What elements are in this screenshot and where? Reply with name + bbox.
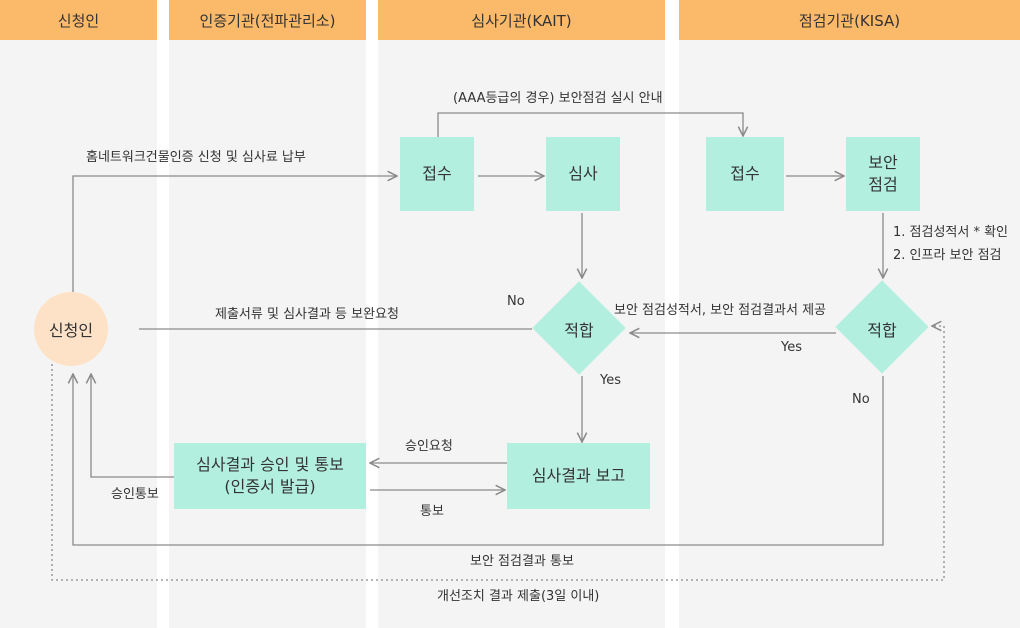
kisa-checklist-2: 2. 인프라 보안 점검 [893,248,1002,263]
approval-notify-label: 승인통보 [111,487,159,502]
edge-kisa-no [73,374,884,546]
corrective-submit-label: 개선조치 결과 제출(3일 이내) [437,589,600,604]
lane-header-reviewer: 심사기관(KAIT) [378,0,665,40]
supplement-request-label: 제출서류 및 심사결과 등 보완요청 [215,307,399,322]
notify-label: 통보 [420,504,444,519]
lane-header-certifier: 인증기관(전파관리소) [169,0,366,40]
kisa-yes-label: Yes [781,340,802,355]
kait-decision-label: 적합 [564,321,594,340]
kait-report-box: 심사결과 보고 [507,443,650,509]
kait-receive-box: 접수 [400,137,474,211]
apply-pay-label: 홈네트워크건물인증 신청 및 심사료 납부 [86,150,306,165]
edge-corrective [51,326,945,581]
security-result-notify-label: 보안 점검결과 통보 [470,554,574,569]
approval-request-label: 승인요청 [405,439,453,454]
edge-apply [72,176,397,292]
edge-aaa-notice [437,112,743,137]
lane-header-applicant: 신청인 [0,0,157,40]
lane-certifier-bg [169,40,366,628]
kait-no-label: No [507,294,525,309]
edge-approval-notify [91,374,174,478]
aaa-notice-label: (AAA등급의 경우) 보안점검 실시 안내 [453,91,663,106]
kisa-inspect-box: 보안 점검 [846,137,920,211]
kisa-decision-label: 적합 [867,321,897,340]
kisa-checklist-1: 1. 점검성적서 * 확인 [893,225,1009,240]
applicant-circle: 신청인 [34,292,108,366]
kisa-no-label: No [852,392,870,407]
kait-review-box: 심사 [546,137,620,211]
kisa-receive-box: 접수 [706,137,784,211]
approval-box: 심사결과 승인 및 통보 (인증서 발급) [174,443,366,509]
kait-yes-label: Yes [600,373,621,388]
kisa-submit-label: 보안 점검성적서, 보안 점검결과서 제공 [614,303,827,318]
lane-header-inspector: 점검기관(KISA) [679,0,1020,40]
